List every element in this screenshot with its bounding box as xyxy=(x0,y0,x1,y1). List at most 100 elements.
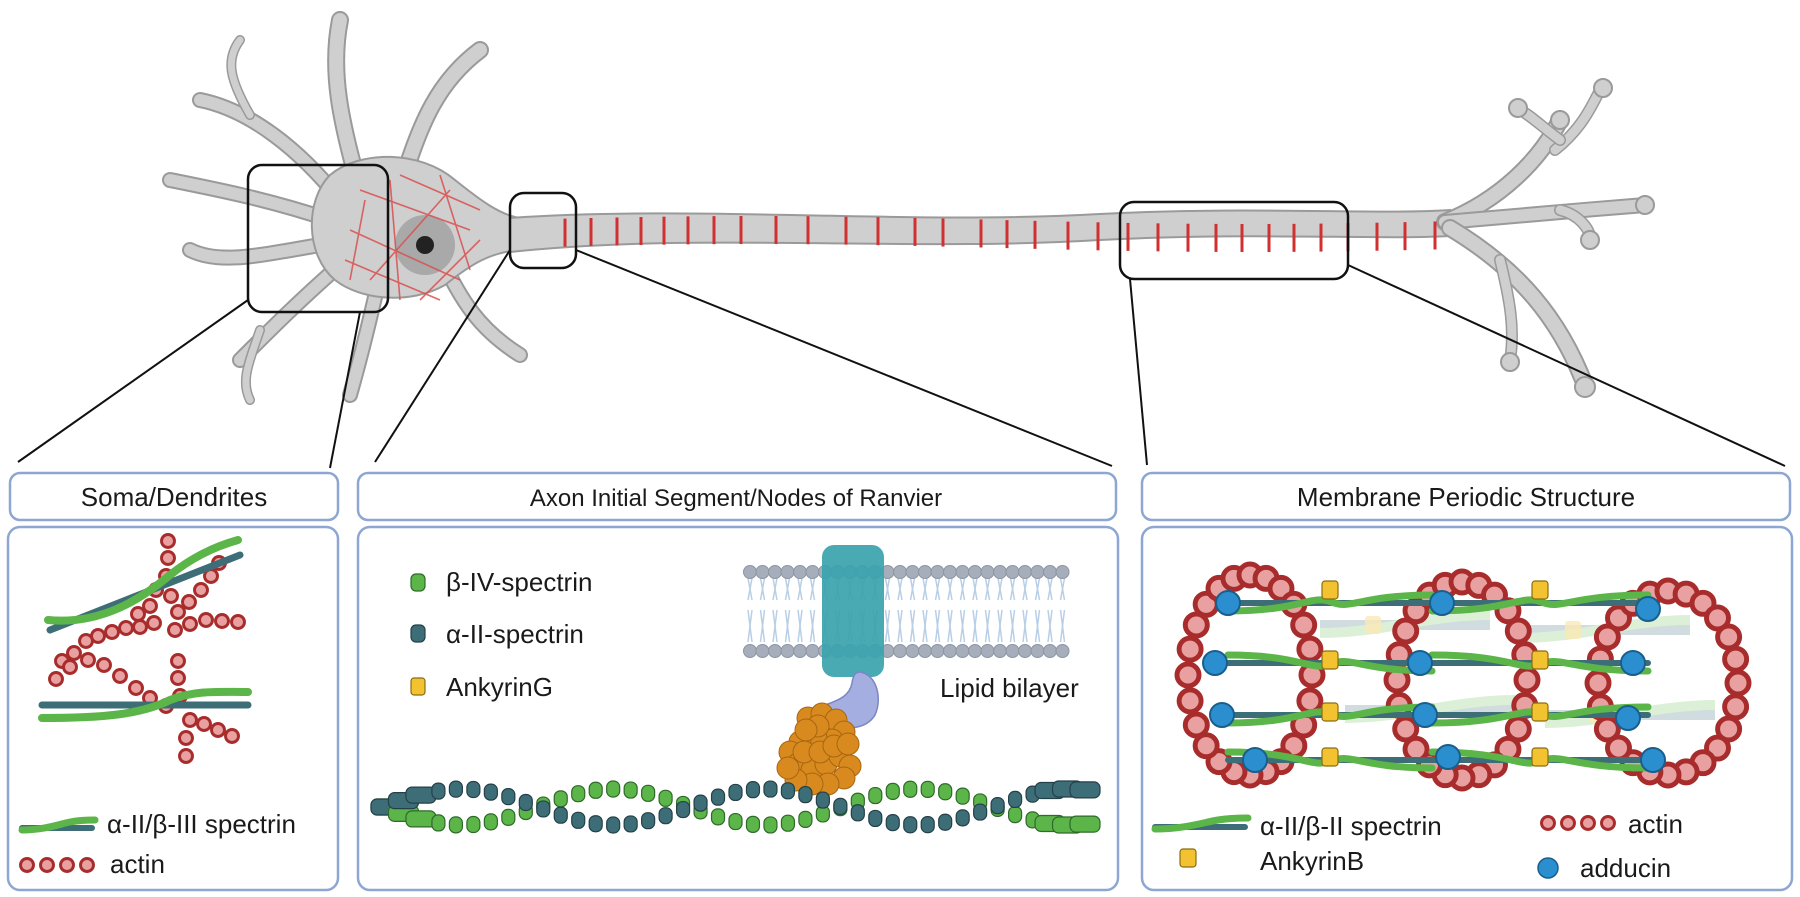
zoom-box-soma xyxy=(246,163,390,314)
alpha-ii-spectrin-repeat xyxy=(1069,781,1101,799)
actin-monomer xyxy=(104,624,120,640)
lipid-tail xyxy=(897,609,903,643)
alpha-ii-spectrin-repeat xyxy=(623,815,638,833)
lipid-tail xyxy=(784,577,791,601)
alpha-ii-spectrin-repeat xyxy=(466,780,481,799)
ankyrin-g-domain xyxy=(836,732,860,756)
actin-monomer xyxy=(163,588,179,604)
nucleolus xyxy=(416,236,434,254)
lipid-head xyxy=(955,644,970,658)
actin-monomer xyxy=(181,594,197,610)
lipid-tail xyxy=(759,577,766,601)
ais-spectrin-tetramer xyxy=(370,780,1101,834)
lipid-head xyxy=(1055,644,1070,658)
lipid-head xyxy=(805,565,820,579)
spectrin-tetramer xyxy=(38,687,252,722)
soma-actin-filaments xyxy=(344,174,481,301)
lipid-head xyxy=(980,644,995,658)
actin-monomer xyxy=(1513,666,1541,694)
mps-illustration xyxy=(1174,561,1752,792)
lipid-head xyxy=(993,644,1007,658)
actin-monomer xyxy=(146,615,162,631)
ankyrin-b xyxy=(1531,580,1549,600)
lipid-tail xyxy=(959,577,966,601)
ankyrin-b xyxy=(1565,621,1581,639)
alpha-ii-spectrin-legend-icon xyxy=(410,624,426,643)
alpha-ii-spectrin-repeat xyxy=(763,780,778,798)
lipid-head xyxy=(955,565,970,579)
actin-monomer xyxy=(1392,617,1420,645)
actin-monomer xyxy=(130,606,146,622)
lipid-tail xyxy=(1034,577,1041,601)
zoom-box-mps xyxy=(1118,200,1350,281)
actin-monomer xyxy=(1724,669,1752,697)
lipid-head xyxy=(780,565,795,579)
lipid-head xyxy=(768,644,782,658)
lipid-tail xyxy=(809,577,816,601)
lipid-head xyxy=(1030,644,1045,658)
actin-monomer xyxy=(167,622,183,638)
spectrin-tetramer xyxy=(1428,702,1652,727)
beta-iv-spectrin-repeat xyxy=(763,816,778,834)
alpha-ii-spectrin-repeat xyxy=(728,783,743,802)
ankyrin-g-protein xyxy=(776,702,862,796)
actin-monomer xyxy=(210,722,226,738)
lipid-tail xyxy=(972,609,978,643)
lipid-head xyxy=(943,644,957,658)
actin-monomer xyxy=(59,857,75,873)
neuron-axon-terminal xyxy=(1436,84,1653,394)
lipid-head xyxy=(980,565,995,579)
lipid-head xyxy=(1018,644,1032,658)
zoom-box-ais xyxy=(508,191,578,270)
adducin xyxy=(1242,747,1268,773)
lipid-tail xyxy=(797,609,803,643)
ankyrin-b xyxy=(1321,702,1339,722)
alpha-ii-spectrin-repeat xyxy=(745,781,761,799)
lipid-tail xyxy=(747,577,753,601)
actin-monomer xyxy=(96,657,112,673)
alpha-ii-spectrin-repeat xyxy=(606,816,621,834)
neuron xyxy=(162,11,1655,405)
actin-monomer xyxy=(1176,687,1204,715)
alpha-ii-spectrin-repeat xyxy=(693,794,708,812)
lipid-head xyxy=(918,644,932,658)
lipid-tail xyxy=(1047,577,1053,601)
soma-legend: α-II/β-III spectrin actin xyxy=(18,809,296,879)
adducin xyxy=(1429,590,1455,616)
lipid-tail xyxy=(1059,577,1066,601)
actin-monomer xyxy=(80,652,96,668)
lipid-tail xyxy=(1059,609,1066,643)
beta-iv-spectrin-repeat xyxy=(658,789,673,807)
actin-monomer xyxy=(182,712,198,728)
beta-iv-spectrin-repeat xyxy=(1069,815,1101,833)
spectrin-legend-icon xyxy=(18,816,99,834)
lipid-head xyxy=(1005,644,1020,658)
adducin xyxy=(1635,596,1661,622)
lipid-head xyxy=(743,644,757,658)
adducin xyxy=(1620,650,1646,676)
actin-monomer xyxy=(198,612,214,628)
beta-iv-spectrin-repeat xyxy=(955,787,970,805)
beta-spectrin-strand xyxy=(44,536,242,625)
actin-legend-icon xyxy=(1540,815,1616,831)
adducin-legend-icon xyxy=(1537,857,1559,879)
ais-legend-ankyrin: AnkyrinG xyxy=(446,672,553,702)
beta-spectrin-strand xyxy=(38,687,252,722)
panel-mps: Membrane Periodic Structure α-II/β-II sp… xyxy=(1140,471,1794,892)
beta-iv-spectrin-repeat xyxy=(448,816,463,834)
beta-iv-spectrin-repeat xyxy=(938,783,953,801)
actin-monomer xyxy=(1580,815,1596,831)
alpha-ii-spectrin-repeat xyxy=(518,793,533,812)
alpha-ii-spectrin-repeat xyxy=(483,783,498,801)
lipid-tail xyxy=(884,577,891,601)
actin-monomer xyxy=(79,857,95,873)
ankyrin-g-domain xyxy=(776,756,800,780)
mps-legend-adducin: adducin xyxy=(1580,853,1671,883)
ankyrin-b xyxy=(1321,747,1339,767)
ais-legend-alpha-ii: α-II-spectrin xyxy=(446,619,584,649)
beta-iv-spectrin-legend-icon xyxy=(410,573,426,592)
ankyrin-b xyxy=(1531,702,1549,722)
lipid-tail xyxy=(997,577,1003,601)
ankyrin-g-domain xyxy=(794,718,818,742)
beta-iv-spectrin-repeat xyxy=(483,813,498,831)
